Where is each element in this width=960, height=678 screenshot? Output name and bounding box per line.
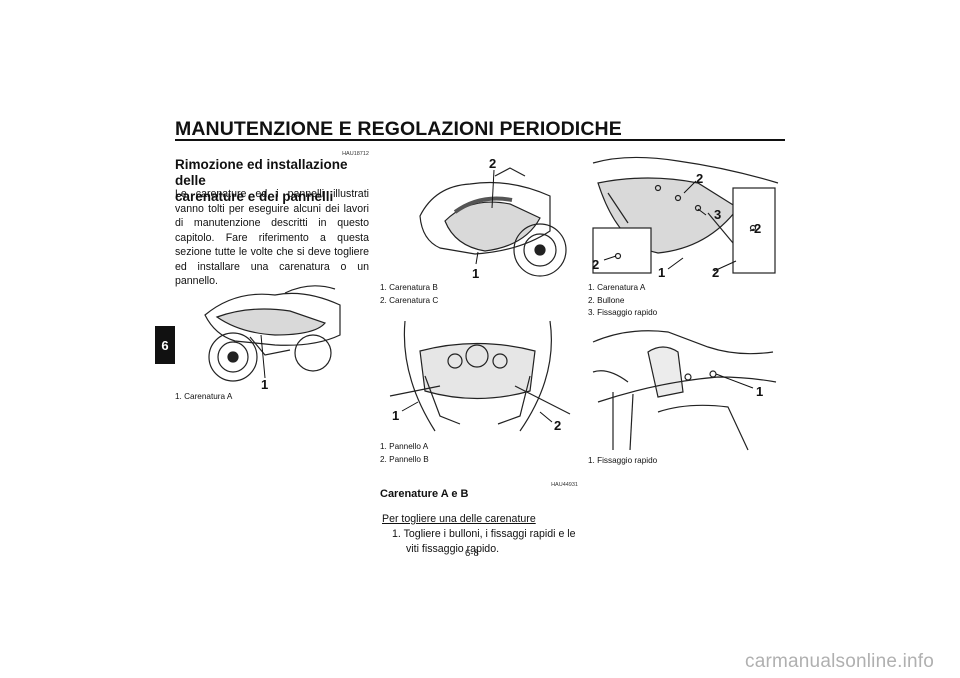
footer-watermark: carmanualsonline.info (745, 651, 935, 672)
section-code: HAU18712 (342, 151, 369, 157)
step1-line1: Togliere i bulloni, i fissaggi rapidi e … (403, 528, 576, 540)
chapter-tab: 6 (155, 326, 175, 364)
procedure-title: Per togliere una delle carenature (382, 513, 536, 525)
fig4-caption-3: 3. Fissaggio rapido (588, 308, 658, 317)
chapter-number: 6 (161, 337, 169, 353)
fig4-callout-2b: 2 (754, 221, 761, 236)
subsection-title: Carenature A e B (380, 488, 469, 500)
fig1-callout-1: 1 (261, 377, 268, 390)
fig3-captions: 1. Pannello A 2. Pannello B (380, 441, 429, 466)
fig5-callout-1: 1 (756, 384, 763, 399)
procedure-step-1: 1. Togliere i bulloni, i fissaggi rapidi… (392, 527, 582, 556)
fig4-callout-3: 3 (714, 207, 721, 222)
header-rule (175, 139, 785, 141)
section-title-line2: carenature e dei pannelli (175, 189, 334, 204)
fig4-callout-1: 1 (658, 265, 665, 277)
page-header-title: MANUTENZIONE E REGOLAZIONI PERIODICHE (175, 118, 622, 140)
figure-quick-fastener: 1 (588, 322, 778, 452)
subsection-code: HAU44931 (551, 482, 578, 488)
figure-fairing-a-fasteners: 2 3 2 2 1 2 (588, 153, 784, 277)
figure-panels-a-b: 1 2 (380, 316, 575, 438)
section-body: Le carenature ed i pannelli illustrati v… (175, 188, 369, 287)
fig1-caption-1: 1. Carenatura A (175, 392, 233, 401)
figure-fairing-a: 1 (195, 275, 345, 390)
fig2-callout-2: 2 (489, 156, 496, 171)
fig3-caption-1: 1. Pannello A (380, 442, 429, 451)
fig2-captions: 1. Carenatura B 2. Carenatura C (380, 282, 438, 307)
page-number: 6-8 (465, 548, 479, 559)
fig2-callout-1: 1 (472, 266, 479, 280)
fig4-captions: 1. Carenatura A 2. Bullone 3. Fissaggio … (588, 282, 657, 320)
fig4-caption-1: 1. Carenatura A (588, 283, 646, 292)
step1-line2: viti fissaggio rapido. (406, 542, 500, 555)
fig3-callout-1: 1 (392, 408, 399, 423)
fig2-caption-2: 2. Carenatura C (380, 295, 439, 305)
figure-fairings-b-c: 2 1 (400, 156, 575, 280)
fig4-callout-2a: 2 (696, 171, 703, 186)
section-title: Rimozione ed installazione delle carenat… (175, 157, 375, 205)
fig2-caption-1: 1. Carenatura B (380, 283, 438, 292)
section-title-line1: Rimozione ed installazione delle (175, 157, 348, 188)
fig3-callout-2: 2 (554, 418, 561, 433)
step1-number: 1. (392, 528, 401, 540)
fig4-callout-2d: 2 (712, 265, 719, 277)
fig5-captions: 1. Fissaggio rapido (588, 455, 657, 468)
fig3-caption-2: 2. Pannello B (380, 454, 429, 464)
fig4-caption-2: 2. Bullone (588, 295, 625, 305)
fig4-callout-2c: 2 (592, 257, 599, 272)
fig1-captions: 1. Carenatura A (175, 391, 232, 404)
fig5-caption-1: 1. Fissaggio rapido (588, 456, 658, 465)
